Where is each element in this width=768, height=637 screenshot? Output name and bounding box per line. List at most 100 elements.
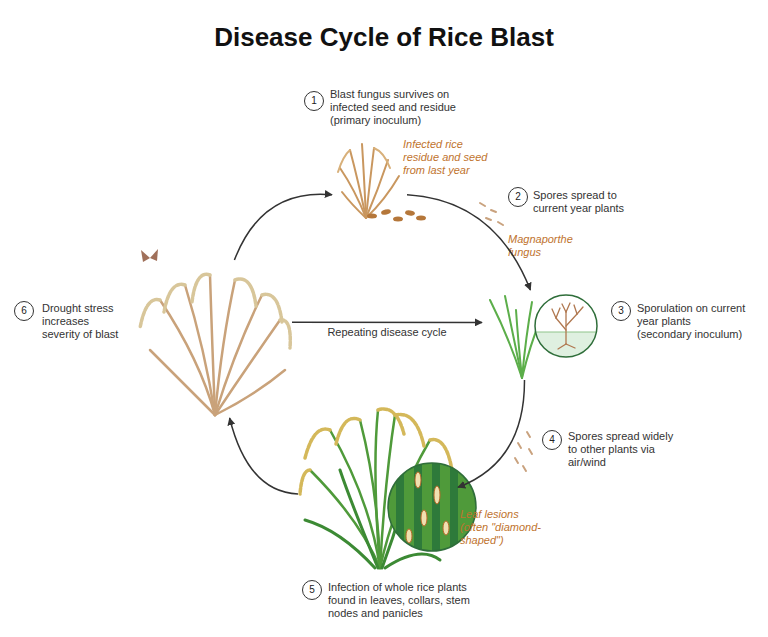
rice-residue-part <box>374 148 390 168</box>
cycle-arrow <box>230 418 298 494</box>
leaf-lesion-inset-part-part <box>432 461 440 553</box>
step-description: Spores spread widely to other plants via… <box>568 430 680 469</box>
rice-residue-part <box>366 176 399 218</box>
callout-number: 1 <box>304 91 324 111</box>
leaf-lesion-inset-part-part <box>450 461 458 553</box>
pathogen-label: Magnaporthe fungus <box>508 233 583 259</box>
leaf-lesion-inset-part-part <box>406 472 449 543</box>
dry-rice-plant <box>140 274 290 415</box>
infected-seeds-part <box>393 217 403 222</box>
infected-seeds <box>367 208 426 221</box>
leaf-lesion-inset-part-part-part <box>434 486 440 504</box>
infected-rice-plant-part-part <box>336 418 360 444</box>
rice-residue <box>338 144 399 218</box>
airborne-spores-part <box>480 203 485 206</box>
rice-residue-part <box>338 150 350 172</box>
callout-number-text: 6 <box>21 306 27 316</box>
dry-rice-plant-part-part <box>262 294 282 322</box>
butterfly-part <box>141 250 150 262</box>
dry-rice-plant-part <box>150 275 285 415</box>
stage-infected-plant: Infection of whole rice plants found in … <box>298 405 458 573</box>
infected-rice-plant-part-part <box>375 410 380 568</box>
callout-number: 5 <box>302 580 322 600</box>
infected-rice-plant-part-part <box>305 429 330 458</box>
dry-rice-plant-part-part <box>215 370 285 415</box>
rice-residue-part <box>366 160 388 218</box>
dry-rice-plant-part-part <box>140 300 160 328</box>
sporulation-inset-part-part <box>566 344 575 348</box>
airborne-spores-part <box>527 432 530 437</box>
infected-rice-plant-part-part <box>395 414 424 446</box>
infected-seeds-part <box>381 208 392 215</box>
step-spread: Spores spread to current year plants2 <box>533 189 663 217</box>
dry-rice-plant-part-part <box>164 284 185 312</box>
leaf-lesion-inset-part-part-part <box>415 472 421 488</box>
infected-seeds-part <box>416 216 426 221</box>
sporulation-inset-part-part <box>566 303 570 312</box>
step-description: Spores spread to current year plants <box>533 189 648 215</box>
sporulation-inset-part-part <box>574 305 577 314</box>
step-description: Drought stress increases severity of bla… <box>42 302 126 341</box>
airborne-spores-part <box>515 458 518 463</box>
cycle-arrow <box>407 195 530 290</box>
infected-rice-plant-part-part <box>385 554 440 568</box>
infected-seeds-part <box>367 214 377 219</box>
dry-rice-plant-part-part <box>160 300 215 415</box>
diagram-title: Disease Cycle of Rice Blast <box>0 22 768 53</box>
rice-residue-part <box>342 192 366 218</box>
airborne-spores-part <box>523 466 526 471</box>
callout-number-text: 4 <box>549 435 555 445</box>
dry-rice-plant-part-part <box>215 280 235 415</box>
leaf-lesion-inset-part-part-part <box>443 521 449 535</box>
stage-residue: Blast fungus survives on infected seed a… <box>332 138 407 224</box>
rice-seedling <box>490 296 541 378</box>
rice-residue-part <box>340 168 366 218</box>
sporulation-inset-part <box>552 303 583 349</box>
step-description: Infection of whole rice plants found in … <box>328 581 493 620</box>
stage-dry-plant: Drought stress increases severity of bla… <box>132 250 292 418</box>
butterfly <box>141 249 158 262</box>
dry-rice-plant-part-part <box>235 279 256 306</box>
callout-number: 2 <box>508 187 528 207</box>
callout-number: 4 <box>542 430 562 450</box>
step-wind: Spores spread widely to other plants via… <box>568 430 698 472</box>
airborne-spores-part <box>518 443 521 448</box>
infected-rice-plant-part-part <box>300 470 310 494</box>
sporulation-inset-part-part <box>562 304 566 312</box>
edge-label: Repeating disease cycle <box>327 326 446 339</box>
sporulation-inset-part-part <box>556 318 566 330</box>
airborne-spores-part <box>529 449 532 454</box>
rice-residue-part <box>362 144 366 218</box>
callout-number-text: 3 <box>618 306 624 316</box>
dry-rice-plant-part <box>140 274 290 348</box>
sporulation-inset-part-part <box>558 344 566 349</box>
cycle-arrow <box>234 194 332 260</box>
callout-number-text: 5 <box>309 585 315 595</box>
airborne-spores-part <box>491 210 496 212</box>
sporulation-inset <box>530 295 602 362</box>
dry-rice-plant-part-part <box>210 275 215 415</box>
rice-seedling-part <box>505 296 522 378</box>
callout-number-text: 2 <box>515 192 521 202</box>
illustration-note: Leaf lesions (often "diamond-shaped") <box>460 508 545 547</box>
dry-rice-plant-part-part <box>280 320 290 348</box>
callout-number: 3 <box>611 301 631 321</box>
airborne-spores-part <box>486 218 491 220</box>
stage-seedling: Sporulation on current year plants (seco… <box>482 290 600 380</box>
infected-seeds-part <box>405 210 416 217</box>
sporulation-inset-part-part <box>566 314 577 326</box>
infected-rice-plant-part-part <box>340 470 378 568</box>
sporulation-inset-part-part <box>552 309 556 318</box>
rice-seedling-part <box>490 300 522 378</box>
rice-seedling-part <box>522 302 532 378</box>
infected-rice-plant-part-part <box>305 520 375 568</box>
butterfly-part <box>150 249 158 261</box>
sporulation-inset-part <box>535 295 597 357</box>
cycle-arrow <box>458 380 524 487</box>
dry-rice-plant-part-part <box>192 274 210 302</box>
callout-number: 6 <box>14 301 34 321</box>
leaf-lesion-inset-part-part-part <box>421 510 427 526</box>
leaf-lesion-inset-part-part-part <box>406 529 412 543</box>
